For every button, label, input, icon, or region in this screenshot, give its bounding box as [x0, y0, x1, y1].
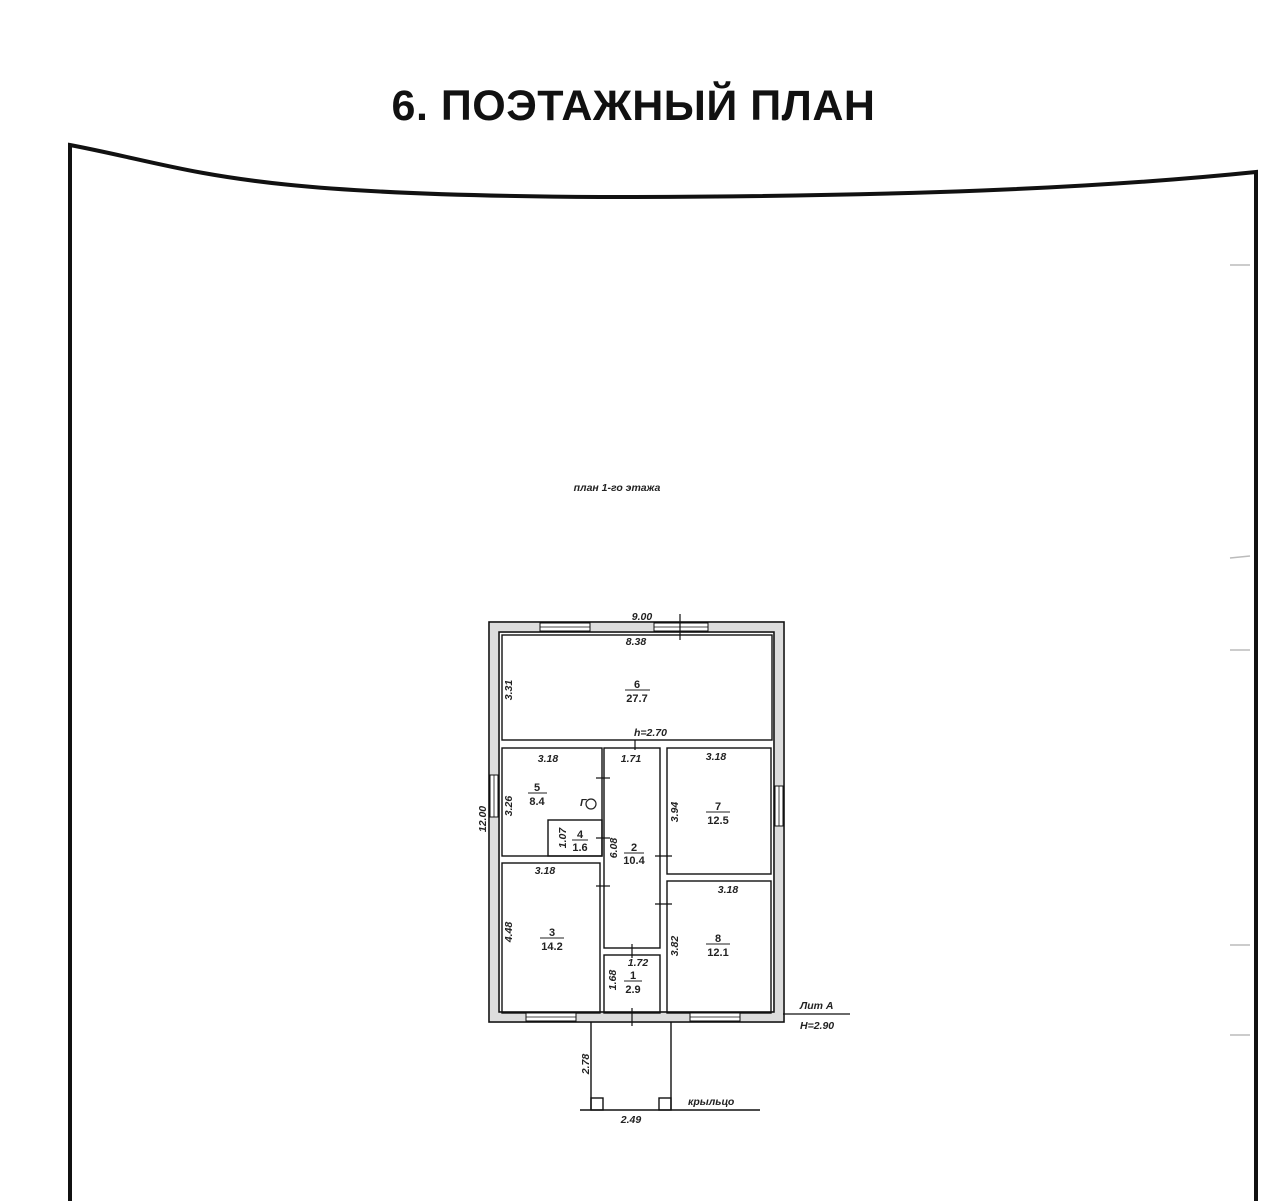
room-8-area: 12.1: [707, 947, 728, 959]
dim-width-outer: 9.00: [632, 611, 653, 623]
room-2-number: 2: [631, 842, 637, 854]
room-4-dim-height: 1.07: [557, 827, 569, 849]
room-2-dim-height: 6.08: [608, 838, 620, 859]
scan-marks: [1229, 264, 1251, 1036]
room-1-dim-width: 1.72: [628, 957, 649, 969]
gas-marker: Г: [580, 797, 587, 809]
dim-length: 12.00: [477, 806, 489, 832]
room-1-number: 1: [630, 970, 636, 982]
room-8-dim-height: 3.82: [669, 936, 681, 957]
room-2-dim-width: 1.71: [621, 753, 642, 765]
room-7-number: 7: [715, 801, 721, 813]
sheet-frame: [68, 142, 1258, 1201]
room-1-area: 2.9: [625, 984, 640, 996]
room-3-dim-width: 3.18: [535, 865, 556, 877]
room-5-dim-height: 3.26: [503, 796, 515, 817]
door-ticks: [596, 614, 681, 1026]
room-6-number: 6: [634, 679, 640, 691]
room-3-area: 14.2: [541, 941, 562, 953]
room-8-number: 8: [715, 933, 721, 945]
ceiling-height: h=2.70: [634, 727, 667, 739]
room-3-dim-height: 4.48: [503, 922, 515, 944]
porch-label: крыльцо: [688, 1096, 735, 1108]
room-5-dim-width: 3.18: [538, 753, 559, 765]
gas-boiler-icon: [585, 798, 597, 810]
page-title: 6. ПОЭТАЖНЫЙ ПЛАН: [391, 82, 876, 130]
room-7-area: 12.5: [707, 815, 728, 827]
room-5-area: 8.4: [529, 796, 545, 808]
room-1-dim-height: 1.68: [607, 970, 619, 991]
window-lines: [493, 626, 780, 1018]
room-6-area: 27.7: [626, 693, 647, 705]
room-8-dim-width: 3.18: [718, 884, 739, 896]
room-3-number: 3: [549, 927, 555, 939]
outer-walls: [488, 621, 785, 1023]
room-4-area: 1.6: [572, 842, 587, 854]
building-height: H=2.90: [800, 1020, 834, 1032]
dim-width-inner: 8.38: [626, 636, 647, 648]
plan-subtitle: план 1-го этажа: [574, 482, 661, 494]
room-4-number: 4: [577, 829, 584, 841]
room-7-dim-width: 3.18: [706, 751, 727, 763]
room-7-dim-height: 3.94: [669, 802, 681, 823]
building-label: Лит А: [799, 1000, 833, 1012]
porch-length-dim: 2.78: [580, 1054, 592, 1076]
room-2-area: 10.4: [623, 855, 645, 867]
room-6-dim-height: 3.31: [503, 680, 515, 701]
porch: [580, 1022, 760, 1111]
porch-width-dim: 2.49: [620, 1114, 642, 1126]
room-5-number: 5: [534, 782, 540, 794]
